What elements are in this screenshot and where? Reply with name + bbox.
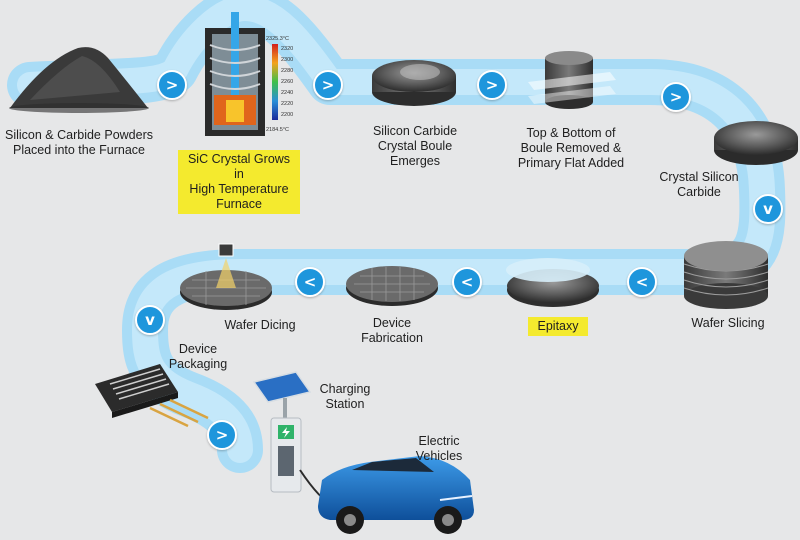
chevron-down-icon: v — [145, 310, 155, 329]
arrow-left-2: < — [452, 267, 482, 297]
chevron-right-icon: > — [669, 87, 683, 106]
trimmed-boule-illustration — [528, 51, 616, 109]
step-label-device-packaging: Device Packaging — [168, 342, 228, 371]
arrow-right-4: > — [661, 82, 691, 112]
scale-tick: 2280 — [281, 68, 293, 74]
chevron-right-icon: > — [321, 75, 335, 94]
step-label-epitaxy: Epitaxy — [528, 317, 588, 336]
powder-pile-illustration — [9, 47, 149, 113]
scale-tick: 2200 — [281, 112, 293, 118]
chevron-down-icon: v — [763, 199, 773, 218]
step-label-boule-trimmed: Top & Bottom of Boule Removed & Primary … — [517, 126, 625, 170]
step-label-powders: Silicon & Carbide Powders Placed into th… — [5, 128, 153, 157]
furnace-scale: 2325.3°C 2320 2300 2280 2260 2240 2220 2… — [266, 36, 293, 133]
scale-tick: 2260 — [281, 79, 293, 85]
epitaxy-wafer-illustration — [506, 258, 599, 307]
chevron-right-icon: > — [215, 425, 229, 444]
dicing-wafer-illustration — [180, 243, 272, 310]
wafer-stack-illustration — [683, 241, 769, 309]
electric-vehicle-illustration — [318, 456, 474, 534]
arrow-down-1: v — [753, 194, 783, 224]
step-label-crystal-growth: SiC Crystal Grows in High Temperature Fu… — [178, 150, 300, 214]
step-label-wafer-dicing: Wafer Dicing — [224, 318, 296, 332]
scale-bottom-label: 2184.5°C — [266, 127, 289, 133]
furnace-illustration — [205, 12, 278, 136]
arrow-right-2: > — [313, 70, 343, 100]
step-label-electric-vehicles: Electric Vehicles — [415, 434, 463, 463]
scale-tick: 2240 — [281, 90, 293, 96]
chevron-left-icon: < — [635, 272, 649, 291]
arrow-right-3: > — [477, 70, 507, 100]
step-label-crystal-sic: Crystal Silicon Carbide — [659, 170, 739, 199]
chevron-right-icon: > — [485, 75, 499, 94]
chevron-left-icon: < — [303, 272, 317, 291]
scale-tick: 2300 — [281, 57, 293, 63]
step-label-wafer-slicing: Wafer Slicing — [691, 316, 765, 330]
chevron-left-icon: < — [460, 272, 474, 291]
crystal-disc-illustration — [714, 121, 798, 165]
arrow-down-2: v — [135, 305, 165, 335]
temperature-scale-bar — [272, 44, 278, 120]
boule-illustration — [372, 60, 456, 106]
scale-tick: 2320 — [281, 46, 293, 52]
fabrication-wafer-illustration — [346, 266, 438, 306]
arrow-left-3: < — [295, 267, 325, 297]
arrow-right-5: > — [207, 420, 237, 450]
step-label-charging-station: Charging Station — [319, 382, 371, 411]
scale-tick: 2220 — [281, 101, 293, 107]
chevron-right-icon: > — [165, 75, 179, 94]
scale-top-label: 2325.3°C — [266, 36, 289, 42]
arrow-right-1: > — [157, 70, 187, 100]
charging-station-illustration — [252, 371, 335, 507]
arrow-left-1: < — [627, 267, 657, 297]
step-label-device-fabrication: Device Fabrication — [361, 316, 423, 345]
step-label-boule-emerges: Silicon Carbide Crystal Boule Emerges — [372, 124, 458, 168]
device-package-illustration — [95, 364, 209, 428]
